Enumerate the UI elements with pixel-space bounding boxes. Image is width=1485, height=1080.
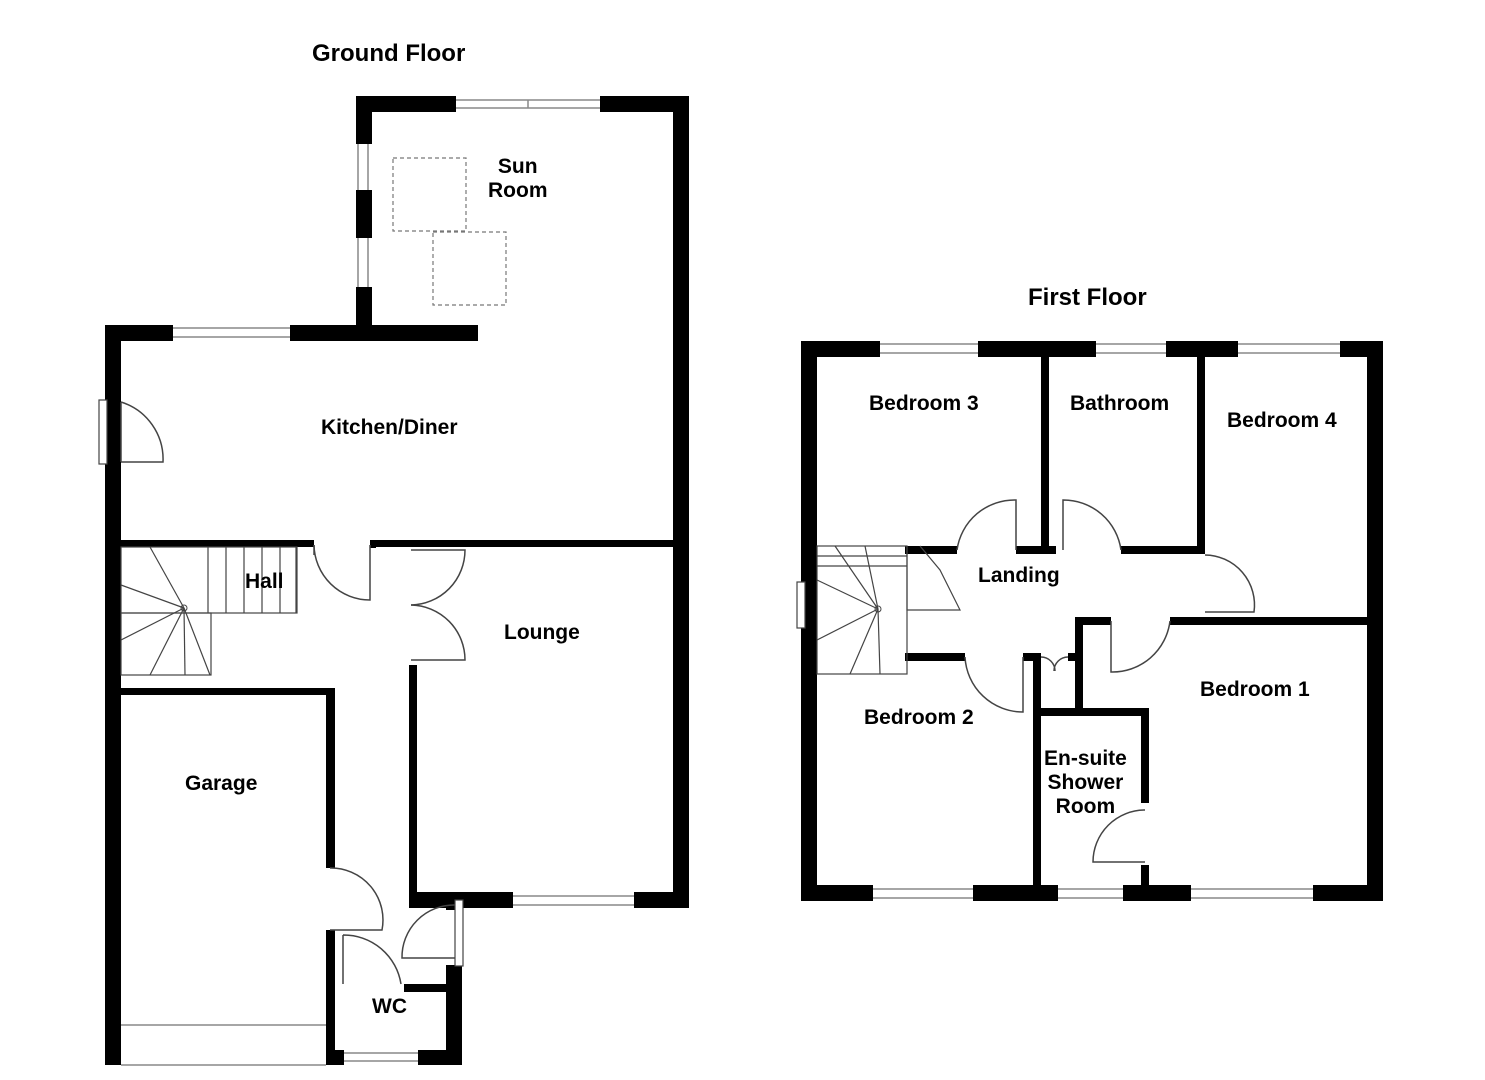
room-label-bedroom-4: Bedroom 4 bbox=[1227, 409, 1337, 432]
room-label-lounge: Lounge bbox=[504, 621, 580, 644]
first-floor-doors bbox=[956, 499, 1256, 863]
ground-floor-title: Ground Floor bbox=[312, 40, 466, 67]
room-label-sun-room: Sun Room bbox=[488, 155, 548, 202]
first-floor-title: First Floor bbox=[1028, 284, 1147, 311]
first-floor-stairs bbox=[816, 545, 961, 675]
first-floor-windows bbox=[796, 343, 1340, 899]
first-floor-walls bbox=[801, 341, 1383, 901]
skylights bbox=[392, 157, 507, 306]
ground-floor-stairs bbox=[120, 546, 298, 676]
room-label-bedroom-3: Bedroom 3 bbox=[869, 392, 979, 415]
first-floor-plan bbox=[796, 341, 1383, 901]
room-label-landing: Landing bbox=[978, 564, 1060, 587]
room-label-bedroom-2: Bedroom 2 bbox=[864, 706, 974, 729]
room-label-hall: Hall bbox=[245, 570, 284, 593]
ground-floor-windows bbox=[121, 99, 634, 1066]
room-label-bedroom-1: Bedroom 1 bbox=[1200, 678, 1310, 701]
room-label-bathroom: Bathroom bbox=[1070, 392, 1170, 415]
room-label-wc: WC bbox=[372, 995, 407, 1018]
ground-floor-walls bbox=[105, 96, 689, 1065]
ground-floor-plan bbox=[98, 96, 689, 1066]
room-label-ensuite: En-suite Shower Room bbox=[1044, 747, 1127, 818]
room-label-garage: Garage bbox=[185, 772, 258, 795]
ground-floor-doors bbox=[98, 399, 466, 985]
room-label-kitchen-diner: Kitchen/Diner bbox=[321, 416, 458, 439]
